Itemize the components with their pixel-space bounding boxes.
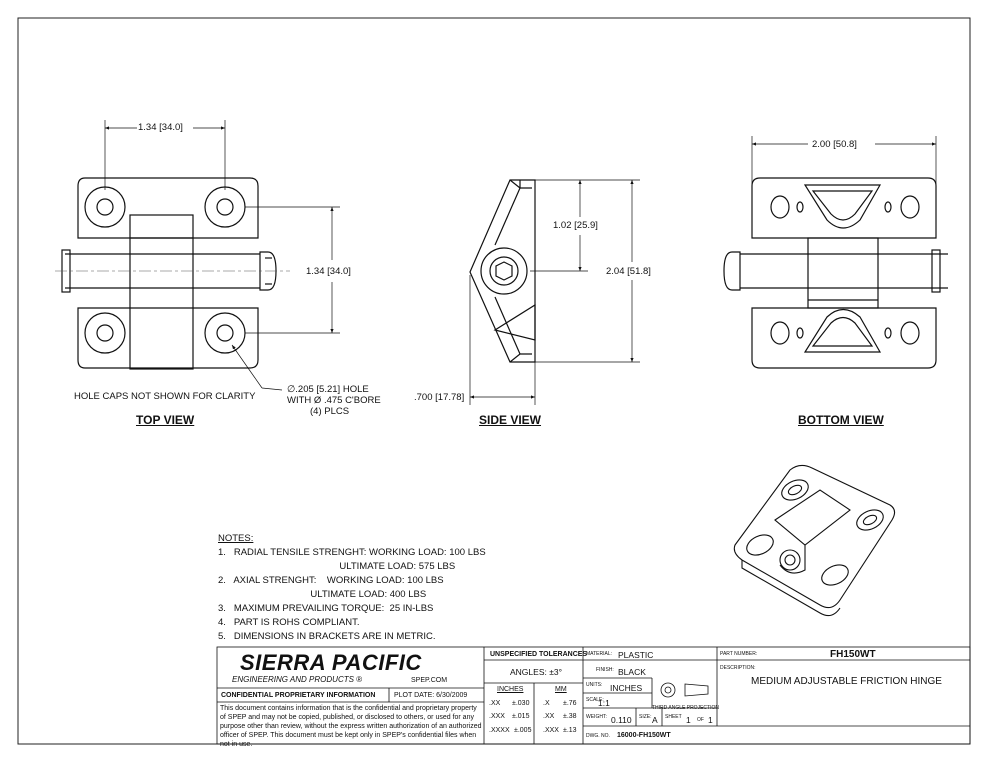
tol-mm-value: ±.76 bbox=[563, 700, 577, 707]
tol-mm-place: .X bbox=[543, 700, 550, 707]
side-view-title: SIDE VIEW bbox=[479, 413, 542, 427]
size-label: SIZE: bbox=[639, 714, 652, 720]
plot-date: PLOT DATE: 6/30/2009 bbox=[394, 692, 468, 699]
confidential-header: CONFIDENTIAL PROPRIETARY INFORMATION bbox=[221, 692, 376, 699]
part-number-label: PART NUMBER: bbox=[720, 651, 758, 657]
isometric-view-drawing bbox=[733, 464, 896, 617]
tol-inch-place: .XXX bbox=[489, 713, 505, 720]
side-view-drawing bbox=[469, 179, 536, 363]
dwg-no-label: DWG. NO. bbox=[586, 733, 610, 739]
note-line: 1. RADIAL TENSILE STRENGHT: WORKING LOAD… bbox=[218, 547, 486, 558]
company-subtitle: ENGINEERING AND PRODUCTS ® bbox=[232, 675, 363, 684]
top-width-dim: 1.34 [34.0] bbox=[138, 122, 183, 133]
mm-header: MM bbox=[555, 686, 567, 693]
finish-label: FINISH: bbox=[596, 667, 614, 673]
weight-value: 0.110 bbox=[611, 715, 632, 725]
scale-label: SCALE: bbox=[586, 697, 604, 703]
bottom-view-drawing bbox=[723, 177, 948, 369]
part-number: FH150WT bbox=[830, 649, 876, 660]
tol-mm-place: .XXX bbox=[543, 727, 559, 734]
material-value: PLASTIC bbox=[618, 650, 654, 660]
tolerances-header: UNSPECIFIED TOLERANCES bbox=[490, 651, 588, 658]
note-line: 3. MAXIMUM PREVAILING TORQUE: 25 IN-LBS bbox=[218, 603, 434, 614]
finish-value: BLACK bbox=[618, 667, 646, 677]
sheet-label: SHEET bbox=[665, 714, 682, 720]
tol-mm-value: ±.13 bbox=[563, 727, 577, 734]
description: MEDIUM ADJUSTABLE FRICTION HINGE bbox=[751, 676, 942, 687]
hole-caps-note: HOLE CAPS NOT SHOWN FOR CLARITY bbox=[74, 391, 256, 402]
top-height-dim: 1.34 [34.0] bbox=[306, 266, 351, 277]
dwg-no: 16000-FH150WT bbox=[617, 732, 671, 739]
weight-label: WEIGHT: bbox=[586, 714, 607, 720]
note-line: 4. PART IS ROHS COMPLIANT. bbox=[218, 617, 360, 628]
tol-mm-value: ±.38 bbox=[563, 713, 577, 720]
size-value: A bbox=[652, 715, 658, 725]
tol-inch-value: ±.005 bbox=[514, 727, 532, 734]
inches-header: INCHES bbox=[497, 686, 524, 693]
note-line: 5. DIMENSIONS IN BRACKETS ARE IN METRIC. bbox=[218, 631, 436, 642]
hole-note-line1: ∅.205 [5.21] HOLE bbox=[287, 384, 369, 395]
projection-label: THIRD ANGLE PROJECTION bbox=[652, 705, 719, 711]
note-line: ULTIMATE LOAD: 400 LBS bbox=[218, 589, 427, 600]
units-value: INCHES bbox=[610, 683, 643, 693]
tol-inch-value: ±.030 bbox=[512, 700, 530, 707]
angles-tolerance: ANGLES: ±3° bbox=[510, 667, 563, 677]
side-depth-dim: .700 [17.78] bbox=[414, 392, 465, 403]
sheet-total: 1 bbox=[708, 715, 713, 725]
tol-inch-value: ±.015 bbox=[512, 713, 530, 720]
description-label: DESCRIPTION: bbox=[720, 665, 756, 671]
title-block-frame bbox=[216, 646, 971, 745]
bottom-width-dim: 2.00 [50.8] bbox=[812, 139, 857, 150]
scale-value: 1:1 bbox=[598, 698, 610, 708]
tol-inch-place: .XX bbox=[489, 700, 501, 707]
sheet-of: OF bbox=[697, 717, 704, 723]
company-name: SIERRA PACIFIC bbox=[240, 650, 422, 675]
side-upper-dim: 1.02 [25.9] bbox=[553, 220, 598, 231]
material-label: MATERIAL: bbox=[586, 651, 613, 657]
sheet-number: 1 bbox=[686, 715, 691, 725]
side-total-dim: 2.04 [51.8] bbox=[606, 266, 651, 277]
bottom-view-title: BOTTOM VIEW bbox=[798, 413, 884, 427]
tol-mm-place: .XX bbox=[543, 713, 555, 720]
top-view-title: TOP VIEW bbox=[136, 413, 195, 427]
note-line: ULTIMATE LOAD: 575 LBS bbox=[218, 561, 456, 572]
confidential-text: This document contains information that … bbox=[220, 705, 482, 748]
units-label: UNITS: bbox=[586, 682, 603, 688]
tol-inch-place: .XXXX bbox=[489, 727, 510, 734]
top-view-drawing bbox=[61, 177, 277, 370]
company-website: SPEP.COM bbox=[411, 677, 448, 684]
note-line: 2. AXIAL STRENGHT: WORKING LOAD: 100 LBS bbox=[218, 575, 444, 586]
notes-heading: NOTES: bbox=[218, 533, 254, 544]
hole-note-line2: WITH Ø .475 C'BORE bbox=[287, 395, 381, 406]
hole-note-line3: (4) PLCS bbox=[310, 406, 350, 417]
